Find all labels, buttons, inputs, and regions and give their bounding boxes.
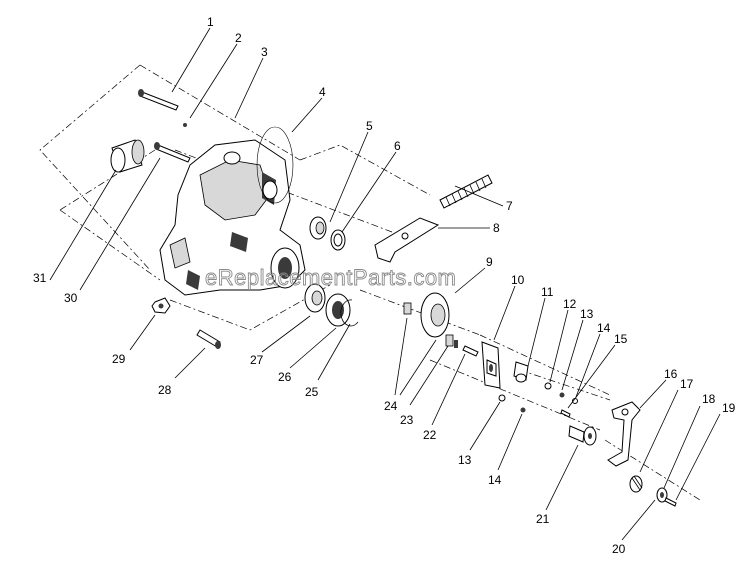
callout-13-top: 13 (580, 307, 594, 321)
callout-28: 28 (158, 383, 172, 397)
callout-2: 2 (235, 31, 242, 45)
callout-17: 17 (680, 377, 694, 391)
spring (439, 174, 493, 209)
callout-23: 23 (400, 413, 414, 427)
watermark-text: eReplacementParts.com (205, 265, 456, 290)
pin-22 (462, 345, 479, 357)
callout-14-top: 14 (597, 321, 611, 335)
nut-13-bottom (498, 394, 506, 402)
callout-13-bottom: 13 (458, 453, 472, 467)
seal-lower (325, 293, 351, 327)
callout-7: 7 (506, 199, 513, 213)
callout-3: 3 (261, 45, 268, 59)
callout-30: 30 (64, 291, 78, 305)
gasket (256, 126, 294, 204)
washer-12 (544, 382, 552, 390)
callout-10: 10 (511, 273, 525, 287)
cam-disc (420, 292, 450, 338)
callout-5: 5 (366, 119, 373, 133)
callout-29: 29 (112, 352, 126, 366)
callout-16: 16 (664, 367, 678, 381)
clutch-pin (664, 497, 677, 507)
clutch-washer (656, 487, 668, 503)
callout-12: 12 (563, 297, 577, 311)
callout-numbers: 1 2 3 4 5 6 7 8 9 10 11 12 13 14 15 16 1… (33, 15, 736, 556)
assembly-axis-lines (39, 64, 701, 501)
small-washer (183, 123, 187, 127)
bearing-upper (309, 216, 327, 240)
screw-medium (154, 142, 191, 163)
bearing-lower (304, 283, 326, 313)
bushing (110, 139, 145, 173)
callout-11: 11 (541, 285, 554, 299)
callout-18: 18 (702, 392, 716, 406)
small-gear (568, 425, 597, 446)
bracket-plate (374, 217, 440, 263)
callout-20: 20 (612, 542, 626, 556)
callout-22: 22 (423, 428, 437, 442)
roller (513, 361, 529, 383)
key-c (454, 340, 458, 348)
pin-15 (560, 409, 571, 418)
gearcase-housing (159, 139, 306, 296)
hex-nut (151, 297, 171, 314)
callout-26: 26 (278, 370, 292, 384)
key-a (403, 302, 412, 315)
callout-4: 4 (319, 85, 326, 99)
callout-8: 8 (493, 221, 500, 235)
seal-upper (330, 229, 346, 251)
nut-13-top (559, 392, 565, 398)
retaining-ring (340, 299, 359, 327)
callout-15: 15 (614, 332, 628, 346)
spring-clip (629, 475, 643, 493)
callout-1: 1 (207, 15, 214, 29)
washer-14-bottom (520, 407, 526, 413)
screw-bottom (196, 329, 221, 349)
callout-9: 9 (486, 255, 493, 269)
callout-31: 31 (33, 271, 47, 285)
leader-lines (49, 27, 721, 541)
callout-27: 27 (250, 353, 264, 367)
screw-long (138, 89, 179, 111)
callout-21: 21 (536, 512, 550, 526)
callout-19: 19 (722, 401, 736, 415)
callout-14-bottom: 14 (488, 473, 502, 487)
callout-6: 6 (394, 139, 401, 153)
callout-25: 25 (305, 385, 319, 399)
key-b (445, 334, 454, 347)
slide-block (481, 341, 501, 389)
lever-arm (607, 401, 641, 467)
callout-24: 24 (384, 399, 398, 413)
